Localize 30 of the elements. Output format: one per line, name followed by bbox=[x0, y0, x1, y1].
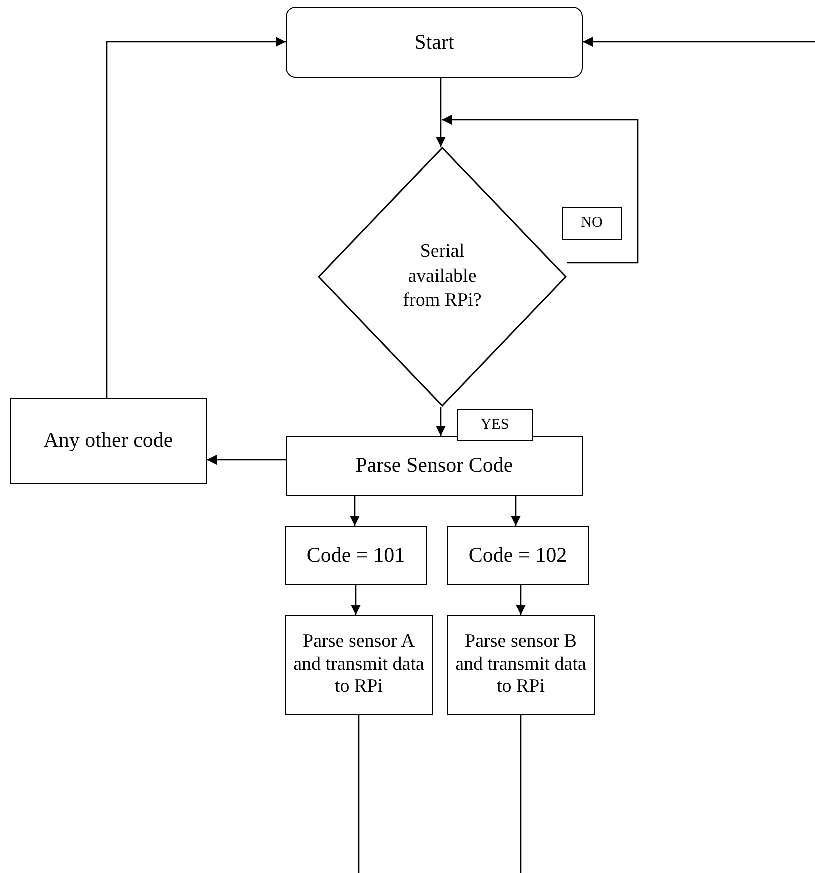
connector-line bbox=[520, 715, 522, 873]
arrow bbox=[442, 115, 639, 264]
node-text: Any other code bbox=[42, 428, 174, 454]
arrow bbox=[511, 496, 521, 526]
arrow bbox=[436, 407, 446, 436]
edge-label: NO bbox=[562, 207, 622, 240]
process-box bbox=[447, 526, 589, 585]
terminal-box bbox=[286, 7, 583, 78]
process-box bbox=[285, 526, 427, 585]
node-text: Parse sensor A and transmit data to RPi bbox=[292, 630, 426, 700]
arrow bbox=[350, 496, 360, 526]
node-text: Code = 102 bbox=[468, 542, 568, 568]
edge-label: YES bbox=[457, 409, 533, 441]
process-box bbox=[447, 615, 595, 715]
connector-line bbox=[358, 715, 360, 873]
arrow bbox=[436, 78, 446, 147]
node-text: Parse sensor B and transmit data to RPi bbox=[454, 630, 588, 700]
arrow bbox=[351, 585, 361, 615]
arrow bbox=[106, 37, 286, 398]
decision-diamond bbox=[318, 147, 567, 407]
process-box bbox=[286, 436, 583, 496]
arrow bbox=[583, 37, 815, 47]
arrow bbox=[516, 585, 526, 615]
arrow bbox=[207, 455, 286, 465]
process-box bbox=[10, 398, 207, 484]
node-text: Serial available from RPi? bbox=[402, 240, 483, 314]
node-text: Start bbox=[414, 30, 456, 56]
node-text: Code = 101 bbox=[306, 542, 406, 568]
node-text: Parse Sensor Code bbox=[354, 453, 514, 479]
process-box bbox=[285, 615, 433, 715]
